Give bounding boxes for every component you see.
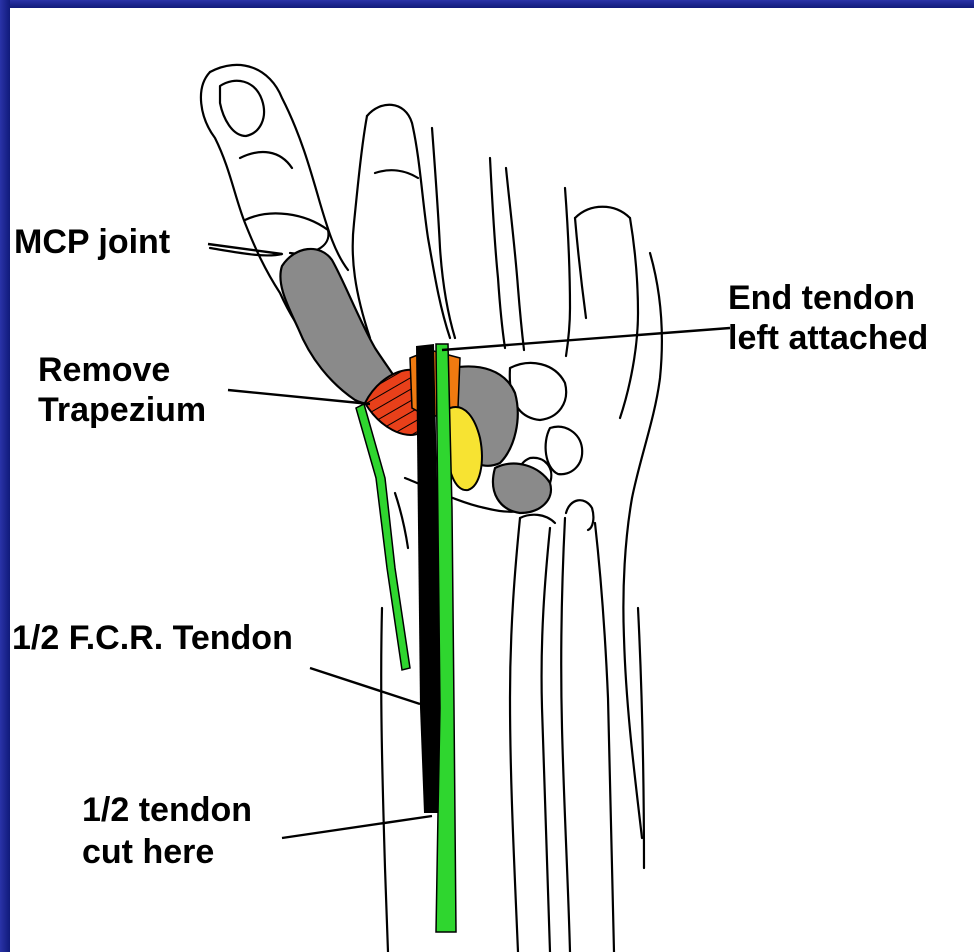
label-tendon-cut-line2: cut here xyxy=(82,832,214,872)
ulna-head xyxy=(566,500,593,530)
ring-finger-left xyxy=(506,168,524,350)
middle-finger-left xyxy=(432,128,455,338)
thumb-proximal-phalanx xyxy=(245,213,328,253)
middle-finger-right xyxy=(490,158,505,348)
slide-frame-left xyxy=(0,0,10,952)
radius-outline xyxy=(510,518,520,952)
little-finger-right xyxy=(620,218,638,418)
label-remove-trapezium-line1: Remove xyxy=(38,350,170,390)
label-end-tendon-line2: left attached xyxy=(728,318,928,358)
thenar-crease xyxy=(395,493,408,548)
leader-tendon-cut xyxy=(282,816,432,838)
thumb-nail xyxy=(220,81,264,136)
index-finger-left xyxy=(353,116,370,338)
label-end-tendon-line1: End tendon xyxy=(728,278,915,318)
little-finger-left xyxy=(575,218,586,318)
leader-fcr-tendon xyxy=(310,668,420,704)
fcr-half-tendon-thin xyxy=(356,404,410,670)
label-remove-trapezium-line2: Trapezium xyxy=(38,390,206,430)
little-finger-tip xyxy=(575,207,630,218)
index-finger-crease xyxy=(375,170,418,178)
label-mcp-joint: MCP joint xyxy=(14,222,170,262)
ulna-right xyxy=(595,523,614,952)
leader-end-tendon xyxy=(442,328,730,350)
diagram-canvas: MCP joint Remove Trapezium End tendon le… xyxy=(10,8,974,952)
ring-finger-right xyxy=(565,188,570,356)
label-fcr-tendon: 1/2 F.C.R. Tendon xyxy=(12,618,293,658)
thumb-distal-joint xyxy=(240,152,292,168)
radius-outline-right xyxy=(542,528,550,952)
radius-head xyxy=(520,515,555,523)
ulna-left xyxy=(561,518,570,952)
carpal-pisiform xyxy=(546,427,583,475)
leader-lines xyxy=(208,244,730,838)
slide-frame-top xyxy=(0,0,974,8)
label-tendon-cut-line1: 1/2 tendon xyxy=(82,790,252,830)
forearm-left-edge xyxy=(381,608,388,952)
